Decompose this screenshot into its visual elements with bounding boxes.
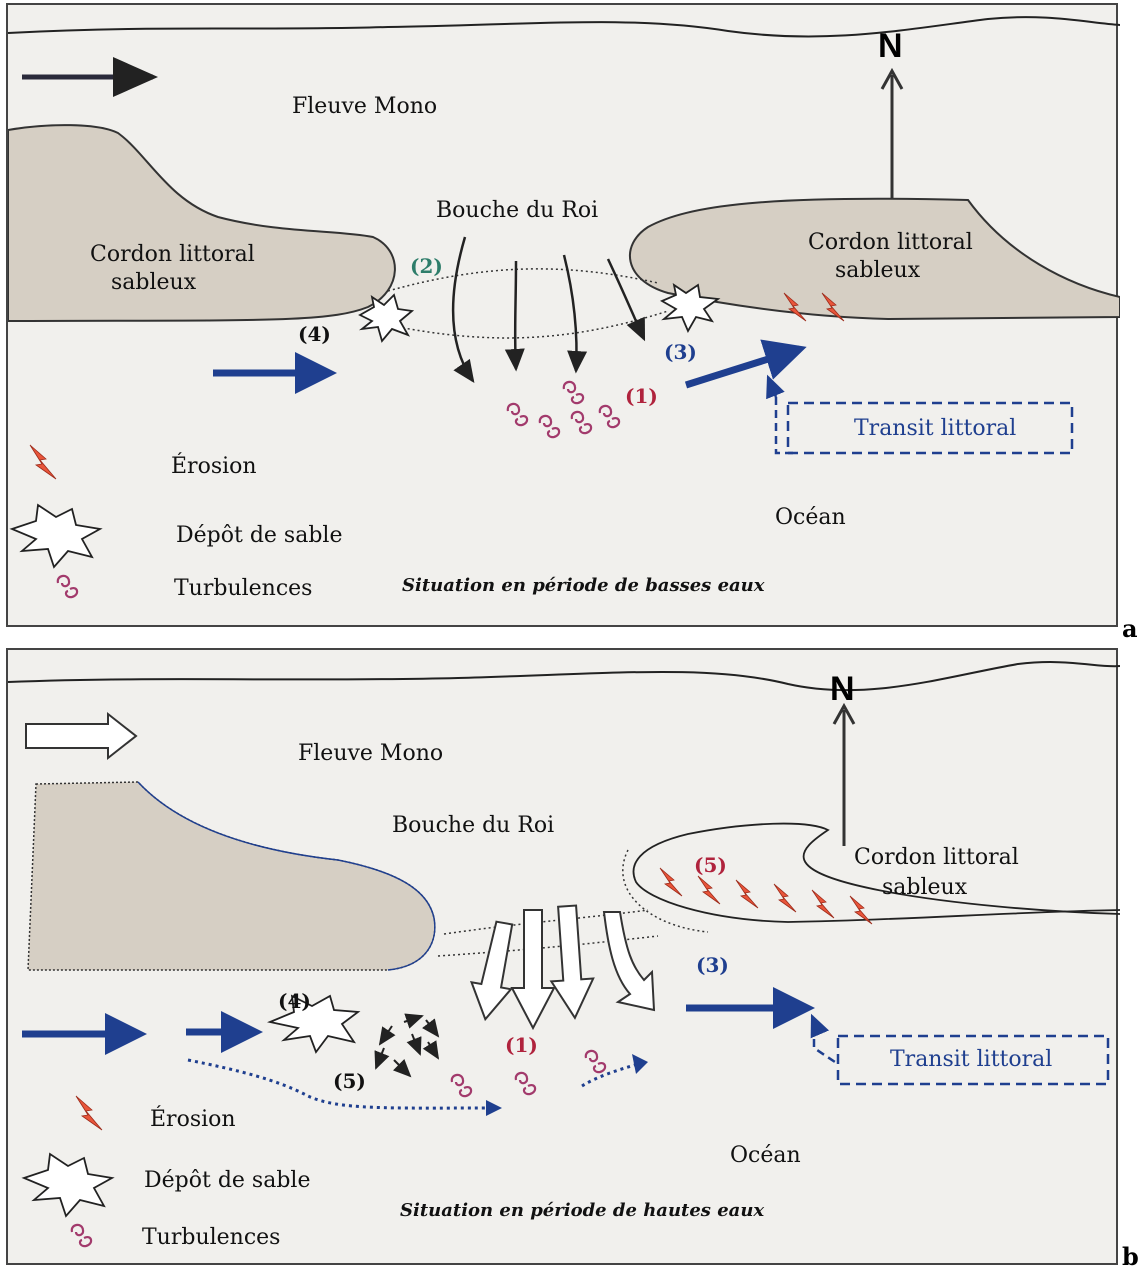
left-cordon-line1: Cordon littoral [90, 242, 255, 267]
left-cordon-line2: sableux [111, 270, 197, 295]
label-4: (4) [278, 989, 311, 1013]
caption-low-water: Situation en période de basses eaux [402, 575, 765, 596]
transit-label: Transit littoral [890, 1047, 1052, 1072]
legend-turbulence-label: Turbulences [142, 1225, 280, 1250]
legend-deposit-icon [24, 1154, 112, 1216]
legend-deposit-icon [12, 505, 100, 567]
legend-erosion-icon [76, 1096, 102, 1130]
mouth-label: Bouche du Roi [392, 813, 554, 838]
right-cordon-line1: Cordon littoral [808, 230, 973, 255]
label-4: (4) [298, 322, 331, 346]
label-3: (3) [664, 340, 697, 364]
panel-letter-a: a [1122, 614, 1138, 643]
label-1: (1) [505, 1033, 538, 1057]
label-5-flow: (5) [333, 1069, 366, 1093]
erosion-symbol [812, 890, 834, 918]
north-label: N [830, 670, 855, 708]
panel-letter-b: b [1122, 1242, 1139, 1271]
turbulence-symbol [600, 406, 619, 427]
ocean-label: Océan [775, 505, 846, 530]
north-label: N [878, 27, 903, 65]
river-bank-line [8, 662, 1120, 690]
legend-erosion-label: Érosion [150, 1105, 236, 1132]
diagram-low-water: N Cordon littoral sableux Cordon littora… [8, 5, 1120, 629]
legend-erosion-icon [30, 445, 56, 479]
legend-erosion-label: Érosion [171, 452, 257, 479]
river-flow-arrow [26, 714, 136, 758]
turbulence-symbol [586, 1051, 605, 1072]
turbulence-symbol [452, 1075, 471, 1096]
turbulence-symbol [508, 404, 527, 425]
legend-turbulence-label: Turbulences [174, 576, 312, 601]
dotted-flow-right [582, 1064, 638, 1086]
discharge-arrow-4 [604, 912, 654, 1010]
left-sand-spit [8, 125, 395, 321]
right-cordon-line2: sableux [835, 258, 921, 283]
label-5-erosion: (5) [694, 853, 727, 877]
transit-connector [814, 1026, 838, 1064]
legend-turbulence-icon [58, 576, 77, 597]
channel-line-lower [388, 311, 668, 338]
caption-high-water: Situation en période de hautes eaux [400, 1200, 764, 1221]
label-2: (2) [410, 254, 443, 278]
panel-high-water: N Fleuve Mono Bouche du Roi Cordon litto… [6, 648, 1118, 1265]
turbulence-symbol [564, 382, 583, 403]
discharge-arrow-1 [466, 919, 522, 1022]
ocean-label: Océan [730, 1143, 801, 1168]
discharge-arrow-3 [564, 255, 577, 371]
river-label: Fleuve Mono [292, 94, 437, 119]
turbulence-symbol [572, 412, 591, 433]
discharge-arrow-2 [512, 910, 554, 1028]
right-cordon-line2: sableux [882, 875, 968, 900]
turbulence-symbol [540, 416, 559, 437]
river-label: Fleuve Mono [298, 741, 443, 766]
label-3: (3) [696, 953, 729, 977]
diagram-high-water: N Fleuve Mono Bouche du Roi Cordon litto… [8, 650, 1120, 1267]
turbulence-symbol [516, 1073, 535, 1094]
transit-label: Transit littoral [854, 416, 1016, 441]
right-cordon-line1: Cordon littoral [854, 845, 1019, 870]
legend-turbulence-icon [72, 1225, 91, 1246]
littoral-drift-arrow [686, 349, 800, 385]
erosion-symbol [774, 884, 796, 912]
label-1: (1) [625, 384, 658, 408]
river-bank-line [8, 17, 1120, 36]
discharge-arrow-2 [515, 261, 516, 369]
left-sand-spit [28, 782, 435, 970]
erosion-symbol [736, 880, 758, 908]
panel-low-water: N Cordon littoral sableux Cordon littora… [6, 3, 1118, 627]
discharge-arrow-1 [453, 237, 473, 381]
erosion-symbol [698, 876, 720, 904]
erosion-symbol [660, 868, 682, 896]
legend-deposit-label: Dépôt de sable [176, 523, 342, 548]
mouth-label: Bouche du Roi [436, 198, 598, 223]
legend-deposit-label: Dépôt de sable [144, 1168, 310, 1193]
discharge-arrow-3 [546, 905, 596, 1020]
